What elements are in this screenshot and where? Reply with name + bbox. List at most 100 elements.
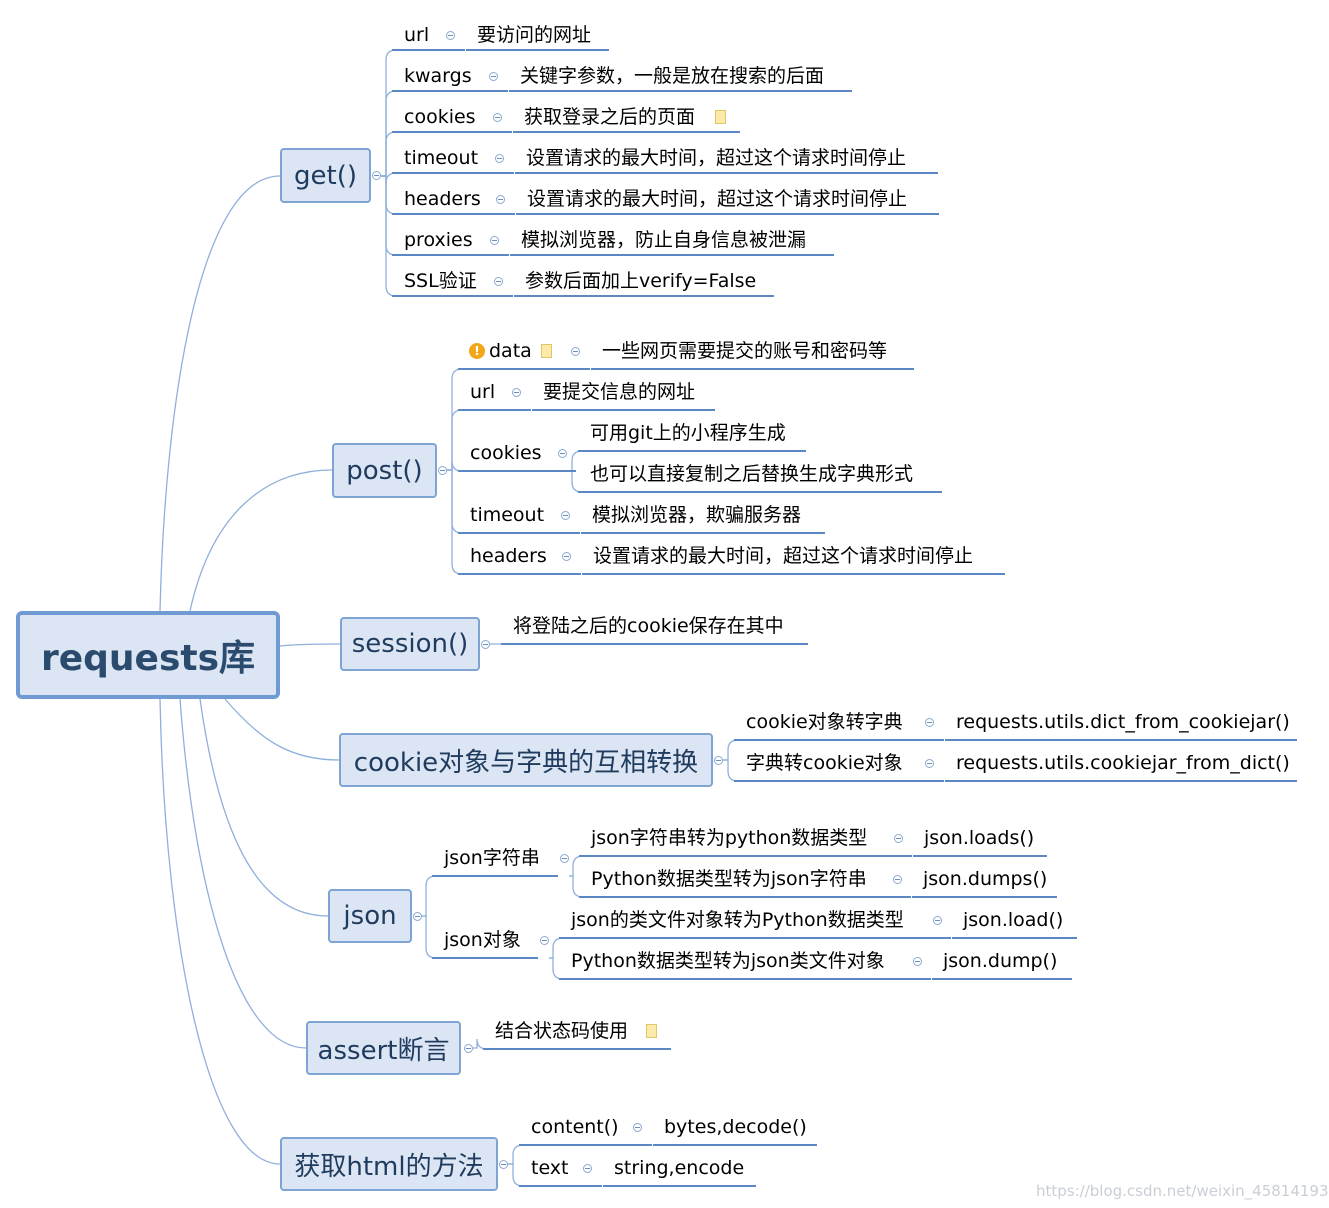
collapse-icon[interactable] xyxy=(562,552,571,561)
json-item-desc[interactable]: json.dumps() xyxy=(923,868,1048,890)
collapse-icon[interactable] xyxy=(633,1123,642,1132)
collapse-icon[interactable] xyxy=(490,236,499,245)
json-item-desc[interactable]: json.loads() xyxy=(924,827,1035,849)
get-item-desc[interactable]: 要访问的网址 xyxy=(477,24,592,46)
json-item-key[interactable]: Python数据类型转为json字符串 xyxy=(591,868,867,890)
session-node[interactable]: session() xyxy=(340,617,480,671)
post-item-desc[interactable]: 一些网页需要提交的账号和密码等 xyxy=(602,340,888,362)
json-item-desc[interactable]: json.dump() xyxy=(943,950,1058,972)
get-item-key[interactable]: cookies xyxy=(404,106,476,128)
collapse-icon[interactable] xyxy=(495,154,504,163)
collapse-icon[interactable] xyxy=(493,113,502,122)
get-item-key[interactable]: timeout xyxy=(404,147,479,169)
collapse-icon[interactable] xyxy=(496,195,505,204)
json-item-desc-underline xyxy=(952,937,1077,939)
collapse-icon[interactable] xyxy=(933,916,942,925)
get-item-key[interactable]: SSL验证 xyxy=(404,270,477,292)
json-group-key[interactable]: json字符串 xyxy=(444,847,540,869)
collapse-icon[interactable] xyxy=(893,875,902,884)
collapse-icon[interactable] xyxy=(925,759,934,768)
cookie-conversion-node[interactable]: cookie对象与字典的互相转换 xyxy=(339,733,713,787)
session-desc-underline xyxy=(501,643,808,645)
assert-node[interactable]: assert断言 xyxy=(306,1021,461,1075)
post-node[interactable]: post() xyxy=(332,443,437,498)
collapse-icon[interactable] xyxy=(583,1164,592,1173)
post-item-desc[interactable]: 也可以直接复制之后替换生成字典形式 xyxy=(590,463,914,485)
post-item-desc-underline xyxy=(532,409,715,411)
link-cookieconv-0 xyxy=(723,739,740,761)
collapse-icon[interactable] xyxy=(913,957,922,966)
collapse-icon[interactable] xyxy=(560,854,569,863)
get-item-key[interactable]: url xyxy=(404,24,430,46)
note-icon[interactable] xyxy=(715,110,726,124)
collapse-icon[interactable] xyxy=(438,466,447,475)
get-item-underline xyxy=(392,90,508,92)
link-post-4 xyxy=(447,469,464,575)
get-item-key[interactable]: kwargs xyxy=(404,65,472,87)
html-item-desc[interactable]: bytes,decode() xyxy=(664,1116,807,1138)
collapse-icon[interactable] xyxy=(714,756,723,765)
get-item-desc[interactable]: 关键字参数，一般是放在搜索的后面 xyxy=(520,65,825,87)
collapse-icon[interactable] xyxy=(561,511,570,520)
cookieconv-item-key[interactable]: 字典转cookie对象 xyxy=(746,752,903,774)
cookieconv-item-desc-underline xyxy=(945,780,1297,782)
post-item-desc[interactable]: 要提交信息的网址 xyxy=(543,381,696,403)
collapse-icon[interactable] xyxy=(413,912,422,921)
json-item-underline xyxy=(579,896,911,898)
post-item-key[interactable]: cookies xyxy=(470,442,542,464)
json-item-key[interactable]: json的类文件对象转为Python数据类型 xyxy=(571,909,904,931)
collapse-icon[interactable] xyxy=(481,640,490,649)
collapse-icon[interactable] xyxy=(446,31,455,40)
post-item-desc[interactable]: 模拟浏览器，欺骗服务器 xyxy=(592,504,802,526)
get-item-key[interactable]: headers xyxy=(404,188,481,210)
post-item-desc[interactable]: 设置请求的最大时间，超过这个请求时间停止 xyxy=(593,545,974,567)
collapse-icon[interactable] xyxy=(540,936,549,945)
assert-desc-underline xyxy=(483,1048,671,1050)
json-item-key[interactable]: json字符串转为python数据类型 xyxy=(591,827,868,849)
priority-warning-icon[interactable]: ! xyxy=(469,343,485,359)
collapse-icon[interactable] xyxy=(894,834,903,843)
collapse-icon[interactable] xyxy=(499,1160,508,1169)
get-node[interactable]: get() xyxy=(280,148,371,203)
collapse-icon[interactable] xyxy=(372,171,381,180)
post-item-key[interactable]: headers xyxy=(470,545,547,567)
note-icon[interactable] xyxy=(541,344,552,358)
get-item-underline xyxy=(392,49,465,51)
collapse-icon[interactable] xyxy=(489,72,498,81)
session-desc[interactable]: 将登陆之后的cookie保存在其中 xyxy=(513,615,784,637)
get-item-desc[interactable]: 参数后面加上verify=False xyxy=(525,270,757,292)
collapse-icon[interactable] xyxy=(571,347,580,356)
link-get-6 xyxy=(381,175,398,297)
get-item-desc[interactable]: 模拟浏览器，防止自身信息被泄漏 xyxy=(521,229,807,251)
get-item-desc[interactable]: 获取登录之后的页面 xyxy=(524,106,696,128)
collapse-icon[interactable] xyxy=(558,449,567,458)
html-methods-node[interactable]: 获取html的方法 xyxy=(280,1137,498,1191)
cookieconv-item-desc[interactable]: requests.utils.dict_from_cookiejar() xyxy=(956,711,1290,733)
post-item-key[interactable]: data xyxy=(489,340,532,362)
link-get-5 xyxy=(381,175,398,256)
post-item-key[interactable]: timeout xyxy=(470,504,545,526)
html-item-key[interactable]: text xyxy=(531,1157,569,1179)
html-item-key[interactable]: content() xyxy=(531,1116,619,1138)
collapse-icon[interactable] xyxy=(925,718,934,727)
root-node[interactable]: requests库 xyxy=(16,611,280,699)
json-item-desc[interactable]: json.load() xyxy=(963,909,1064,931)
cookieconv-item-desc[interactable]: requests.utils.cookiejar_from_dict() xyxy=(956,752,1290,774)
get-item-desc[interactable]: 设置请求的最大时间，超过这个请求时间停止 xyxy=(527,188,908,210)
html-item-desc[interactable]: string,encode xyxy=(614,1157,745,1179)
json-node[interactable]: json xyxy=(328,889,412,943)
get-item-key[interactable]: proxies xyxy=(404,229,473,251)
json-item-key[interactable]: Python数据类型转为json类文件对象 xyxy=(571,950,885,972)
collapse-icon[interactable] xyxy=(494,277,503,286)
assert-desc[interactable]: 结合状态码使用 xyxy=(495,1020,629,1042)
post-item-desc[interactable]: 可用git上的小程序生成 xyxy=(590,422,786,444)
post-item-desc-underline xyxy=(578,450,806,452)
collapse-icon[interactable] xyxy=(512,388,521,397)
post-item-key[interactable]: url xyxy=(470,381,496,403)
get-item-desc[interactable]: 设置请求的最大时间，超过这个请求时间停止 xyxy=(526,147,907,169)
note-icon[interactable] xyxy=(646,1024,657,1038)
collapse-icon[interactable] xyxy=(464,1044,473,1053)
cookieconv-item-key[interactable]: cookie对象转字典 xyxy=(746,711,903,733)
link-root-get xyxy=(159,175,281,612)
json-group-key[interactable]: json对象 xyxy=(444,929,521,951)
